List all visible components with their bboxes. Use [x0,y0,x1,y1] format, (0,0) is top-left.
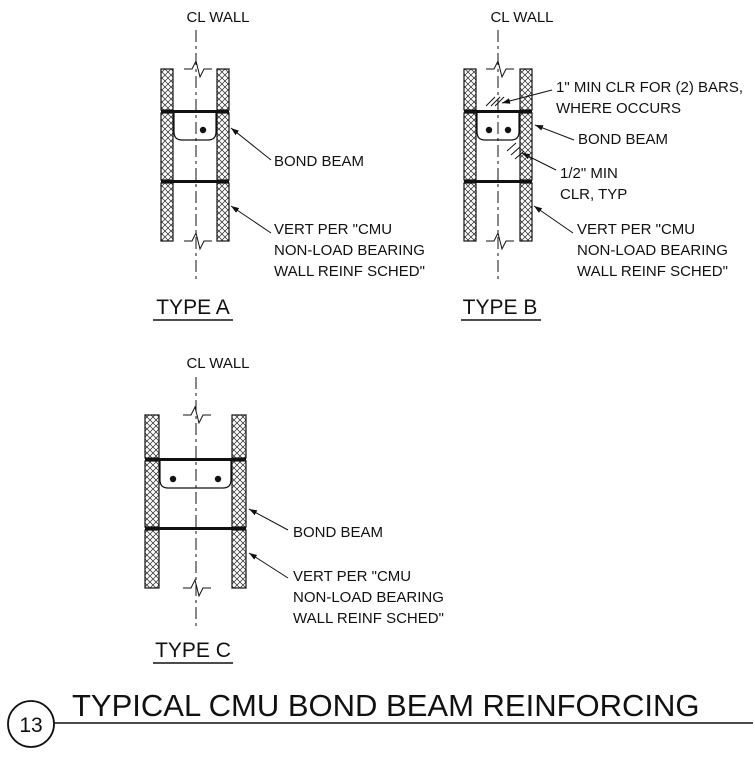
type-a-vert-line-3: WALL REINF SCHED" [274,263,425,280]
type-b-min-clear-line-2: CLR, TYP [560,186,627,203]
type-c-rebar-left [169,475,177,483]
type-c-bond-beam-label: BOND BEAM [293,524,383,541]
type-b-centerline-label: CL WALL [490,9,553,26]
type-b-rebar-right [504,126,512,134]
detail-title-block: 13 TYPICAL CMU BOND BEAM REINFORCING [7,688,753,748]
type-a-title: TYPE A [156,296,230,319]
type-c-bond-beam-leader [248,508,289,531]
type-c-title: TYPE C [155,639,231,662]
type-b-title: TYPE B [463,296,538,319]
type-a-vert-leader [230,205,272,234]
type-b-clear-bars-line-1: 1" MIN CLR FOR (2) BARS, [556,79,743,96]
type-c-cmu-wall [144,405,247,598]
type-b-bond-beam-label: BOND BEAM [578,131,668,148]
type-a-bond-beam-label: BOND BEAM [274,153,364,170]
type-a-vert-line-2: NON-LOAD BEARING [274,242,425,259]
type-a-detail: CL WALL BOND BEAM VERT PER "CMU NON-LOAD… [153,9,425,321]
type-a-rebar [199,126,207,134]
type-b-detail: CL WALL 1" MIN CLR FOR (2) BARS, W [461,9,743,321]
type-b-rebar-left [485,126,493,134]
type-b-vert-line-1: VERT PER "CMU [577,221,695,238]
type-c-vert-line-1: VERT PER "CMU [293,568,411,585]
type-a-vert-line-1: VERT PER "CMU [274,221,392,238]
type-c-vert-line-3: WALL REINF SCHED" [293,610,444,627]
type-c-vert-leader [248,552,289,579]
type-b-vert-line-2: NON-LOAD BEARING [577,242,728,259]
type-c-detail: CL WALL BOND BEAM VERT PER "CMU NON-LOAD… [144,355,444,664]
type-b-min-clear-line-1: 1/2" MIN [560,165,618,182]
type-c-centerline-label: CL WALL [186,355,249,372]
type-b-bond-beam-leader [534,124,575,141]
type-b-clear-bars-line-2: WHERE OCCURS [556,100,681,117]
type-a-bond-beam-leader [230,127,272,161]
type-a-centerline-label: CL WALL [186,9,249,26]
type-b-cmu-wall [463,59,533,251]
type-c-vert-line-2: NON-LOAD BEARING [293,589,444,606]
detail-number: 13 [19,714,42,737]
detail-title: TYPICAL CMU BOND BEAM REINFORCING [72,688,700,723]
type-b-clear-bars-leader [501,89,553,104]
type-b-vert-line-3: WALL REINF SCHED" [577,263,728,280]
type-b-vert-leader [533,205,574,234]
type-a-cmu-wall [160,59,230,251]
type-c-rebar-right [214,475,222,483]
detail-number-bubble [7,700,55,748]
type-b-min-clear-leader [521,152,557,171]
